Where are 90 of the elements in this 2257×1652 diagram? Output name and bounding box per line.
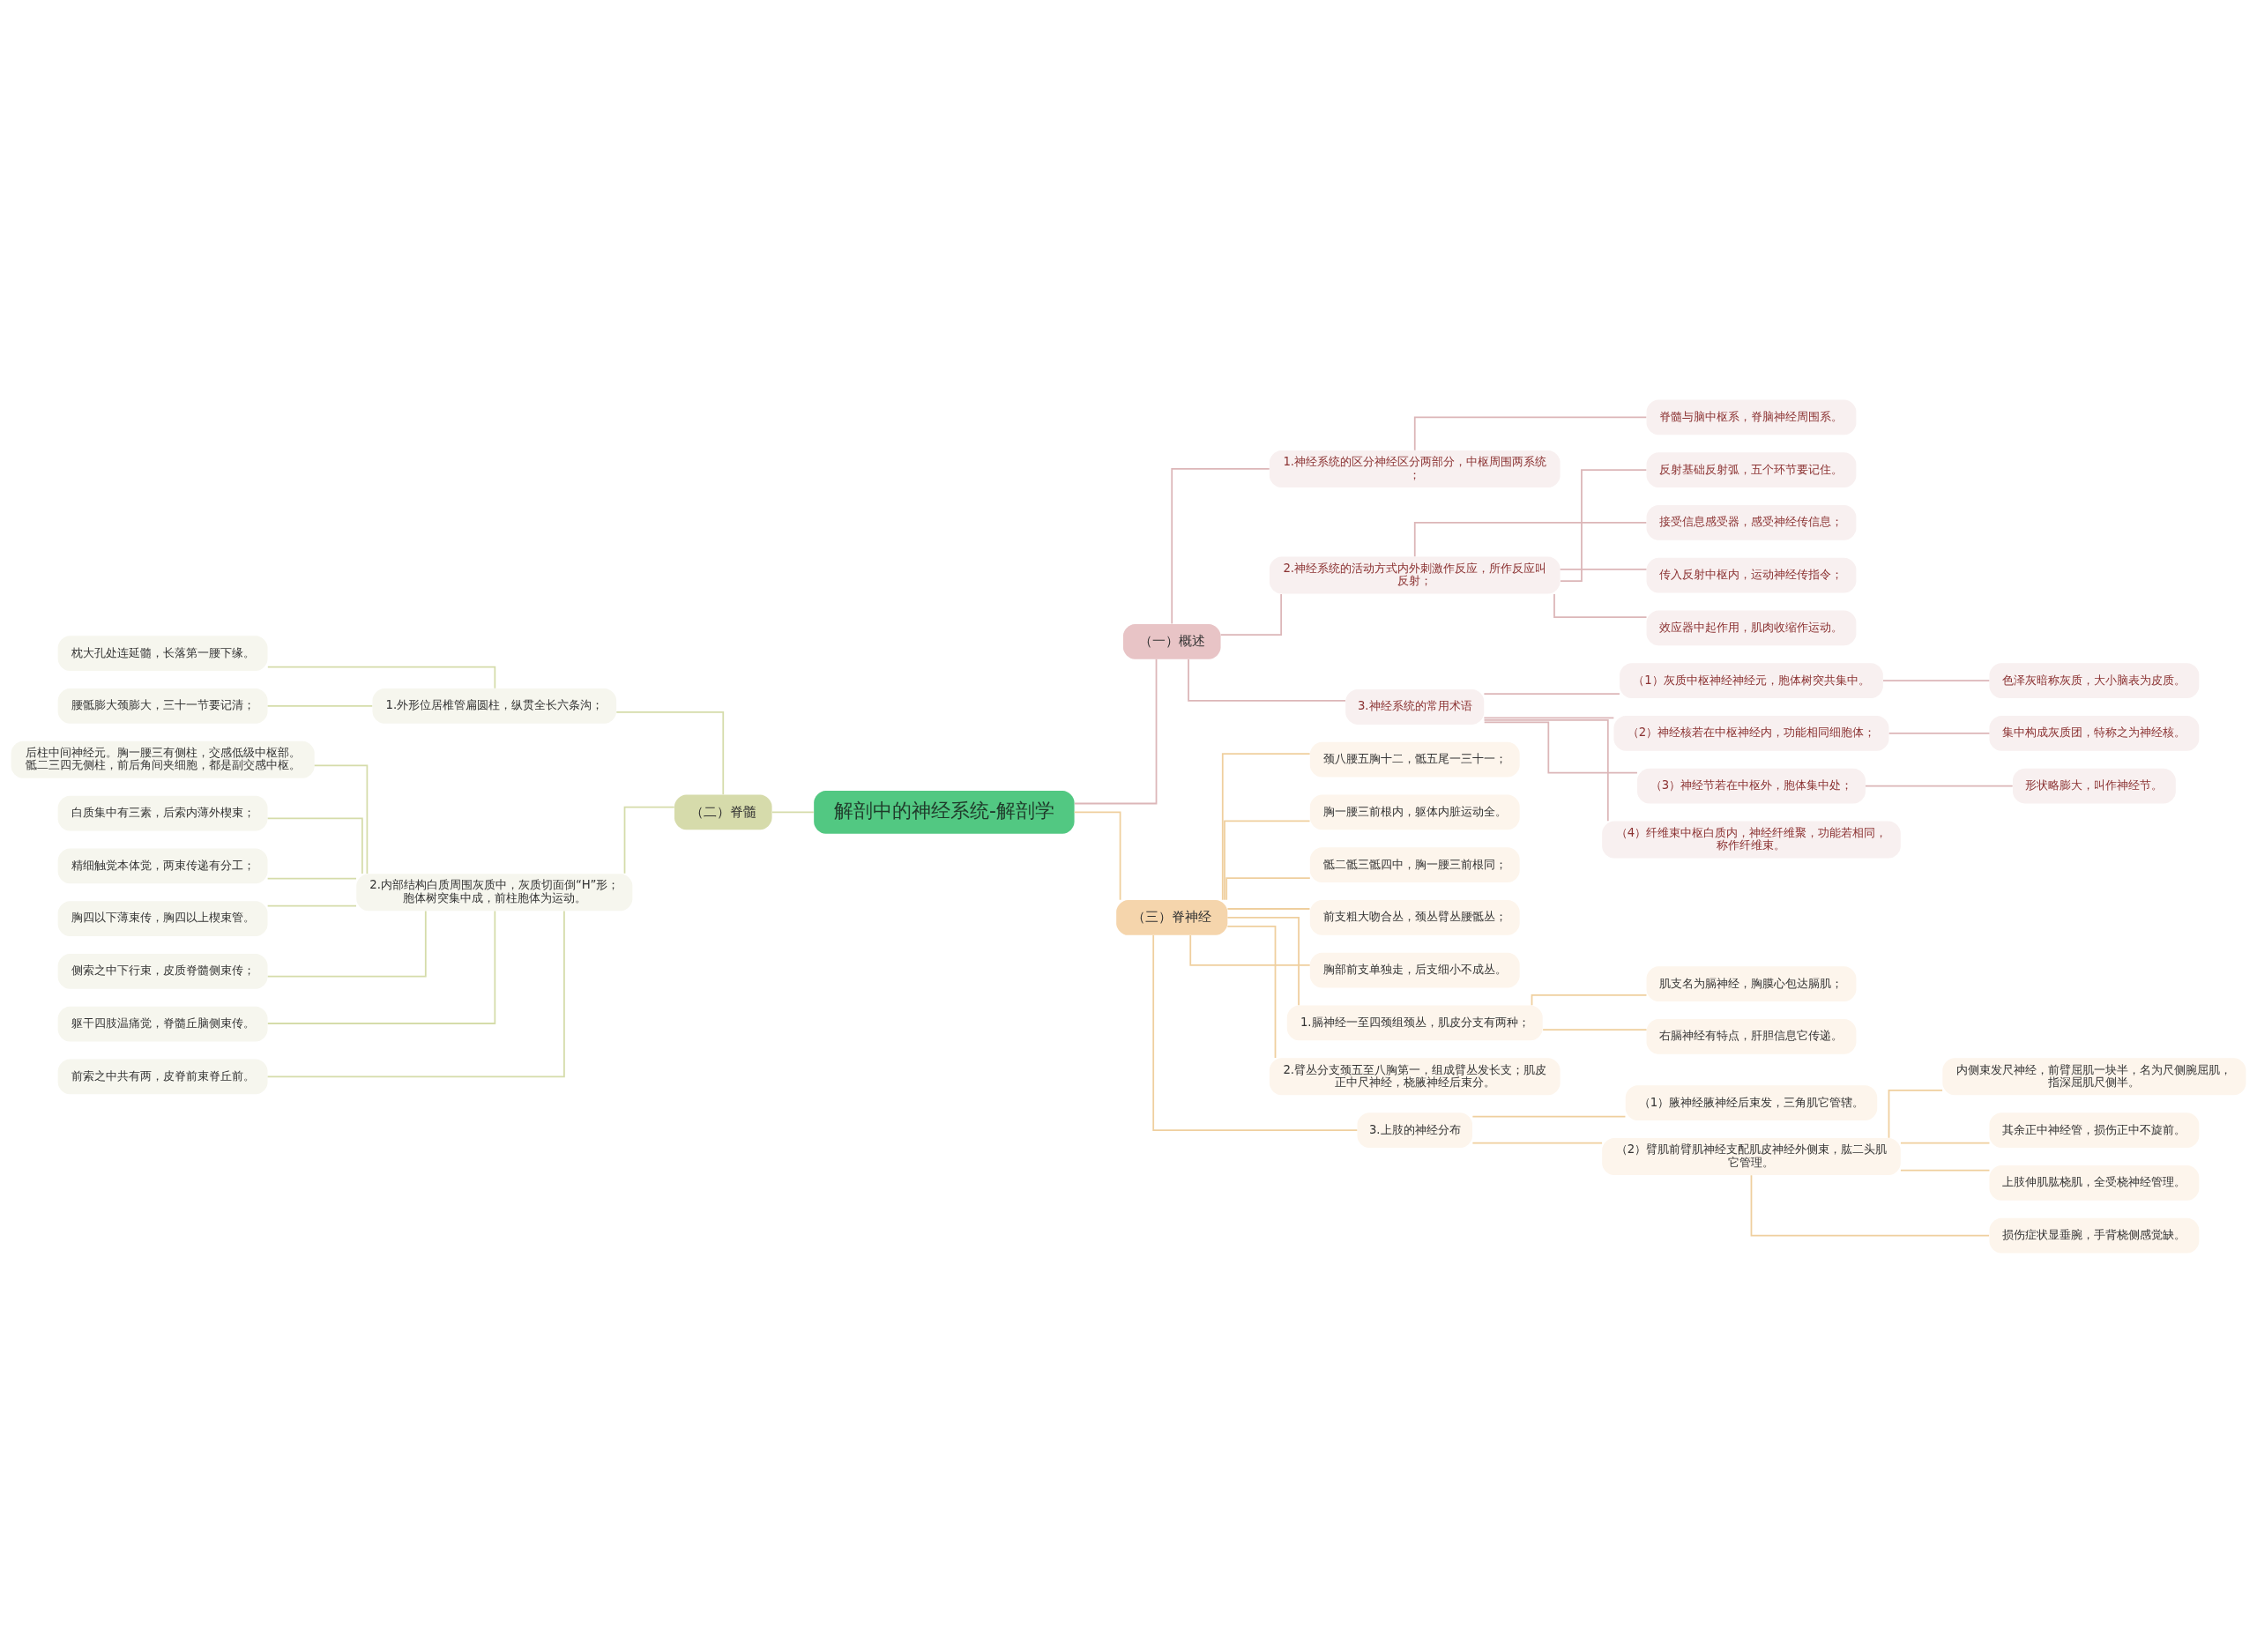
node-box: 前索之中共有两，皮脊前束脊丘前。 — [57, 1058, 268, 1094]
node-box: 反射基础反射弧，五个环节要记住。 — [1646, 451, 1857, 487]
node-box: 前支粗大吻合丛，颈丛臂丛腰骶丛； — [1309, 899, 1520, 935]
connector — [1224, 820, 1311, 901]
connector — [1152, 934, 1359, 1131]
node-box: （二）脊髓 — [674, 794, 772, 830]
connector — [266, 910, 496, 1024]
connector — [1865, 785, 2014, 786]
node-box: 胸部前支单独走，后支细小不成丛。 — [1309, 952, 1520, 988]
node-box: 解剖中的神经系统-解剖学 — [814, 790, 1075, 834]
node-box: 接受信息感受器，感受神经传信息； — [1646, 504, 1857, 540]
connector — [1483, 717, 1615, 718]
connector — [266, 910, 427, 978]
connector — [1188, 658, 1346, 702]
node-box: 上肢伸肌肱桡肌，全受桡神经管理。 — [1989, 1165, 2200, 1201]
connector — [1559, 568, 1648, 570]
node-box: 1.膈神经一至四颈组颈丛，肌皮分支有两种； — [1286, 1005, 1543, 1040]
node-box: 颈八腰五胸十二，骶五尾一三十一； — [1309, 741, 1520, 778]
node-box: 胸一腰三前根内，躯体内脏运动全。 — [1309, 794, 1520, 830]
connector — [1888, 732, 1991, 734]
node-box: 胸四以下薄束传，胸四以上楔束管。 — [57, 900, 268, 936]
connector — [1483, 721, 1638, 774]
node-box: （1）腋神经腋神经后束发，三角肌它管辖。 — [1625, 1084, 1878, 1120]
connector — [1073, 658, 1158, 804]
node-box: 3.上肢的神经分布 — [1357, 1112, 1473, 1148]
node-box: 3.神经系统的常用术语 — [1345, 688, 1485, 725]
connector — [1471, 1142, 1603, 1143]
connector — [266, 817, 363, 874]
connector — [1531, 993, 1648, 1006]
node-box: 内侧束发尺神经，前臂屈肌一块半，名为尺侧腕屈肌，指深屈肌尺侧半。 — [1942, 1057, 2246, 1095]
connector — [1882, 679, 1991, 681]
connector — [1226, 907, 1311, 910]
connector — [1413, 521, 1648, 557]
connector — [1221, 752, 1311, 901]
connector — [266, 904, 357, 907]
connector — [615, 711, 725, 795]
node-box: 损伤症状显垂腕，手背桡侧感觉缺。 — [1989, 1217, 2200, 1254]
node-box: 1.神经系统的区分神经区分两部分，中枢周围两系统； — [1269, 450, 1561, 487]
connector — [1073, 811, 1121, 901]
node-box: 效应器中起作用，肌肉收缩作运动。 — [1646, 609, 1857, 645]
node-box: 色泽灰暗称灰质，大小脑表为皮质。 — [1989, 662, 2200, 698]
node-box: 右膈神经有特点，肝胆信息它传递。 — [1646, 1018, 1857, 1054]
connector — [1171, 467, 1270, 624]
connector — [1219, 592, 1283, 636]
node-box: （4）纤维束中枢白质内，神经纤维聚，功能若相同，称作纤维束。 — [1602, 820, 1901, 858]
connector — [266, 704, 374, 707]
node-box: （2）臂肌前臂肌神经支配肌皮神经外侧束，肱二头肌它管理。 — [1602, 1137, 1901, 1175]
node-box: 躯干四肢温痛觉，脊髓丘脑侧束传。 — [57, 1006, 268, 1041]
connector — [1189, 934, 1311, 966]
connector — [771, 811, 815, 813]
node-box: 精细触觉本体觉，两束传递有分工； — [57, 847, 268, 883]
connector — [1226, 916, 1300, 1006]
node-box: 脊髓与脑中枢系，脊脑神经周围系。 — [1646, 398, 1857, 435]
connector — [266, 910, 565, 1077]
connector — [1226, 925, 1277, 1059]
connector — [1483, 692, 1620, 695]
connector — [1483, 718, 1609, 822]
node-box: （3）神经节若在中枢外，胞体集中处； — [1637, 768, 1866, 803]
node-box: 传入反射中枢内，运动神经传指令； — [1646, 557, 1857, 592]
connector — [623, 806, 675, 874]
node-box: 2.神经系统的活动方式内外刺激作反应，所作反应叫反射； — [1269, 556, 1561, 594]
connector — [1471, 1115, 1627, 1118]
node-box: （2）神经核若在中枢神经内，功能相同细胞体； — [1613, 715, 1889, 751]
node-box: 其余正中神经管，损伤正中不旋前。 — [1989, 1112, 2200, 1148]
connector — [1560, 468, 1648, 582]
connector — [1900, 1169, 1991, 1171]
node-box: 肌支名为膈神经，胸膜心包达膈肌； — [1646, 965, 1857, 1001]
node-box: 集中构成灰质团，特称之为神经核。 — [1989, 715, 2200, 751]
connector — [1413, 415, 1648, 451]
node-box: 2.臂丛分支颈五至八胸第一，组成臂丛发长支；肌皮正中尺神经，桡腋神经后束分。 — [1269, 1057, 1561, 1095]
node-box: 枕大孔处连延髓，长落第一腰下缘。 — [57, 635, 268, 671]
connector — [266, 877, 357, 880]
node-box: （1）灰质中枢神经神经元，胞体树突共集中。 — [1620, 662, 1883, 698]
node-box: 2.内部结构白质周围灰质中，灰质切面倒“H”形；胞体树突集中成，前柱胞体为运动。 — [356, 873, 633, 911]
node-box: 骶二骶三骶四中，胸一腰三前根同； — [1309, 846, 1520, 882]
node-box: 白质集中有三素，后索内薄外楔束； — [57, 795, 268, 830]
node-box: 侧索之中下行束，皮质脊髓侧束传； — [57, 953, 268, 989]
node-box: 形状略膨大，叫作神经节。 — [2013, 768, 2176, 803]
connector — [1225, 876, 1311, 901]
node-box: （三）脊神经 — [1116, 899, 1228, 935]
connector — [1888, 1089, 1943, 1139]
connector — [1542, 1028, 1648, 1031]
connector — [1553, 592, 1648, 618]
connector — [1750, 1173, 1990, 1237]
connector — [1900, 1142, 1991, 1143]
node-box: 腰骶膨大颈膨大，三十一节要记清； — [57, 688, 268, 724]
node-box: 1.外形位居椎管扁圆柱，纵贯全长六条沟； — [372, 688, 617, 724]
connector — [313, 763, 369, 874]
node-box: （一）概述 — [1122, 623, 1221, 659]
node-box: 后柱中间神经元。胸一腰三有侧柱，交感低级中枢部。骶二三四无侧柱，前后角间夹细胞，都是副交感中枢。 — [11, 740, 315, 778]
